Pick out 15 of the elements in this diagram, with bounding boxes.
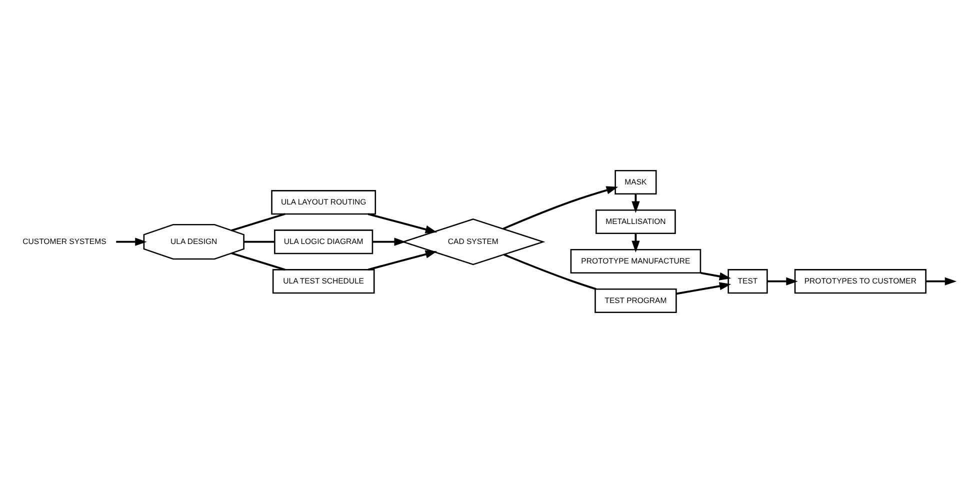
arrow (632, 233, 640, 252)
connector (244, 240, 275, 243)
arrow (632, 194, 640, 213)
arrow (116, 238, 147, 246)
connector (231, 252, 286, 271)
connector (231, 213, 286, 232)
arrow (502, 186, 618, 230)
arrow (372, 238, 406, 246)
arrow (676, 282, 732, 295)
arrow (368, 250, 438, 271)
arrow (700, 272, 732, 280)
arrow (368, 213, 438, 234)
arrow (926, 277, 957, 286)
connector (504, 254, 596, 290)
arrow (767, 277, 798, 286)
